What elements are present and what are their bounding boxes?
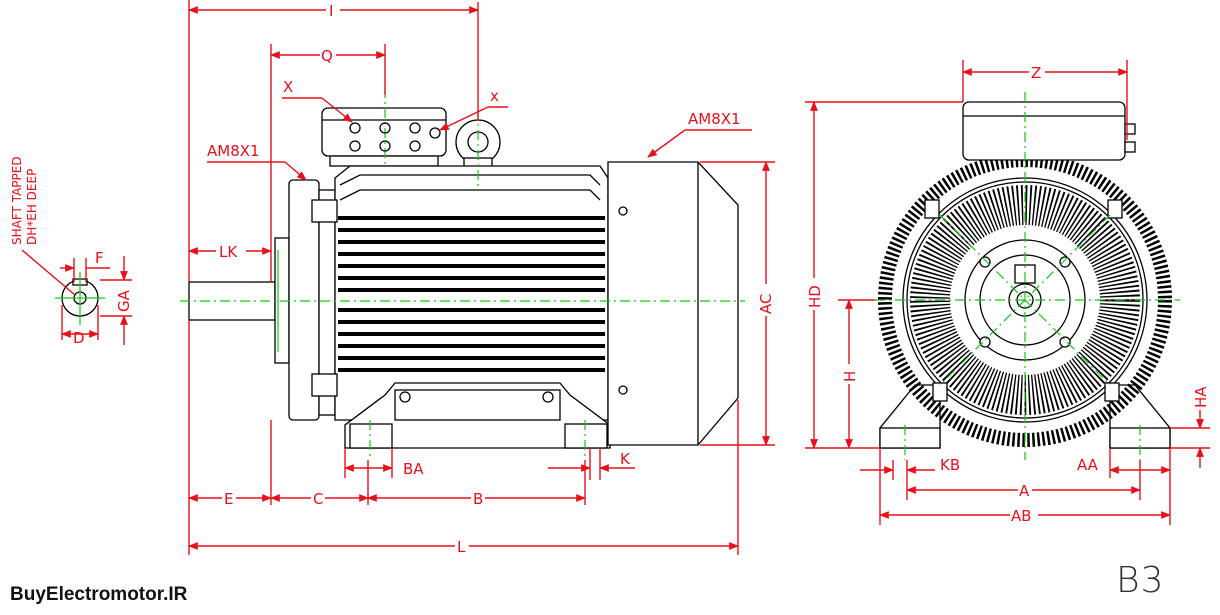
dim-label-AC: AC bbox=[757, 294, 775, 314]
terminal-box-front bbox=[962, 101, 1126, 161]
dim-label-LK: LK bbox=[219, 243, 238, 261]
dim-label-KB: KB bbox=[940, 456, 960, 474]
dim-label-E: E bbox=[224, 490, 233, 508]
fan-cover bbox=[607, 161, 739, 446]
front-view bbox=[875, 92, 1180, 460]
shaft-note-line2: DH*EH DEEP bbox=[25, 169, 39, 245]
shaft-end-detail: D F GA SHAFT TAPPED DH*EH DEEP bbox=[10, 156, 133, 347]
dim-label-Z: Z bbox=[1031, 64, 1041, 82]
dim-label-L: L bbox=[457, 538, 466, 556]
side-dimensions: I Q X x AM8X1 AM8X1 LK AC bbox=[188, 0, 775, 556]
dim-label-I: I bbox=[329, 2, 333, 20]
dim-label-x: x bbox=[490, 87, 499, 105]
shaft-note-line1: SHAFT TAPPED bbox=[10, 156, 24, 245]
dim-label-HA: HA bbox=[1192, 386, 1210, 408]
front-dimensions: Z HD H HA KB AA A bbox=[805, 60, 1210, 525]
dim-label-B: B bbox=[473, 490, 483, 508]
dim-label-GA: GA bbox=[115, 289, 133, 312]
side-view bbox=[180, 88, 745, 460]
dim-label-X: X bbox=[283, 78, 293, 96]
cooling-fins-side bbox=[338, 216, 605, 372]
website-watermark: BuyElectromotor.IR bbox=[10, 584, 188, 605]
dim-label-AB: AB bbox=[1011, 507, 1032, 525]
dim-label-A: A bbox=[1019, 482, 1030, 500]
mounting-code: B3 bbox=[1116, 560, 1165, 601]
dim-label-F: F bbox=[95, 249, 104, 267]
dim-label-K: K bbox=[620, 450, 631, 468]
motor-body bbox=[334, 165, 609, 421]
dim-label-BA: BA bbox=[403, 460, 424, 478]
dim-label-D: D bbox=[73, 329, 85, 347]
dim-label-Q: Q bbox=[321, 47, 333, 65]
dim-label-HD: HD bbox=[806, 285, 824, 308]
dim-label-C: C bbox=[313, 490, 323, 508]
cable-gland-label-left: AM8X1 bbox=[207, 142, 260, 160]
terminal-bolts bbox=[349, 122, 441, 152]
dim-label-AA: AA bbox=[1077, 456, 1099, 474]
dim-label-H: H bbox=[841, 371, 859, 382]
cable-gland-label-right: AM8X1 bbox=[688, 110, 741, 128]
terminal-box bbox=[321, 107, 447, 157]
